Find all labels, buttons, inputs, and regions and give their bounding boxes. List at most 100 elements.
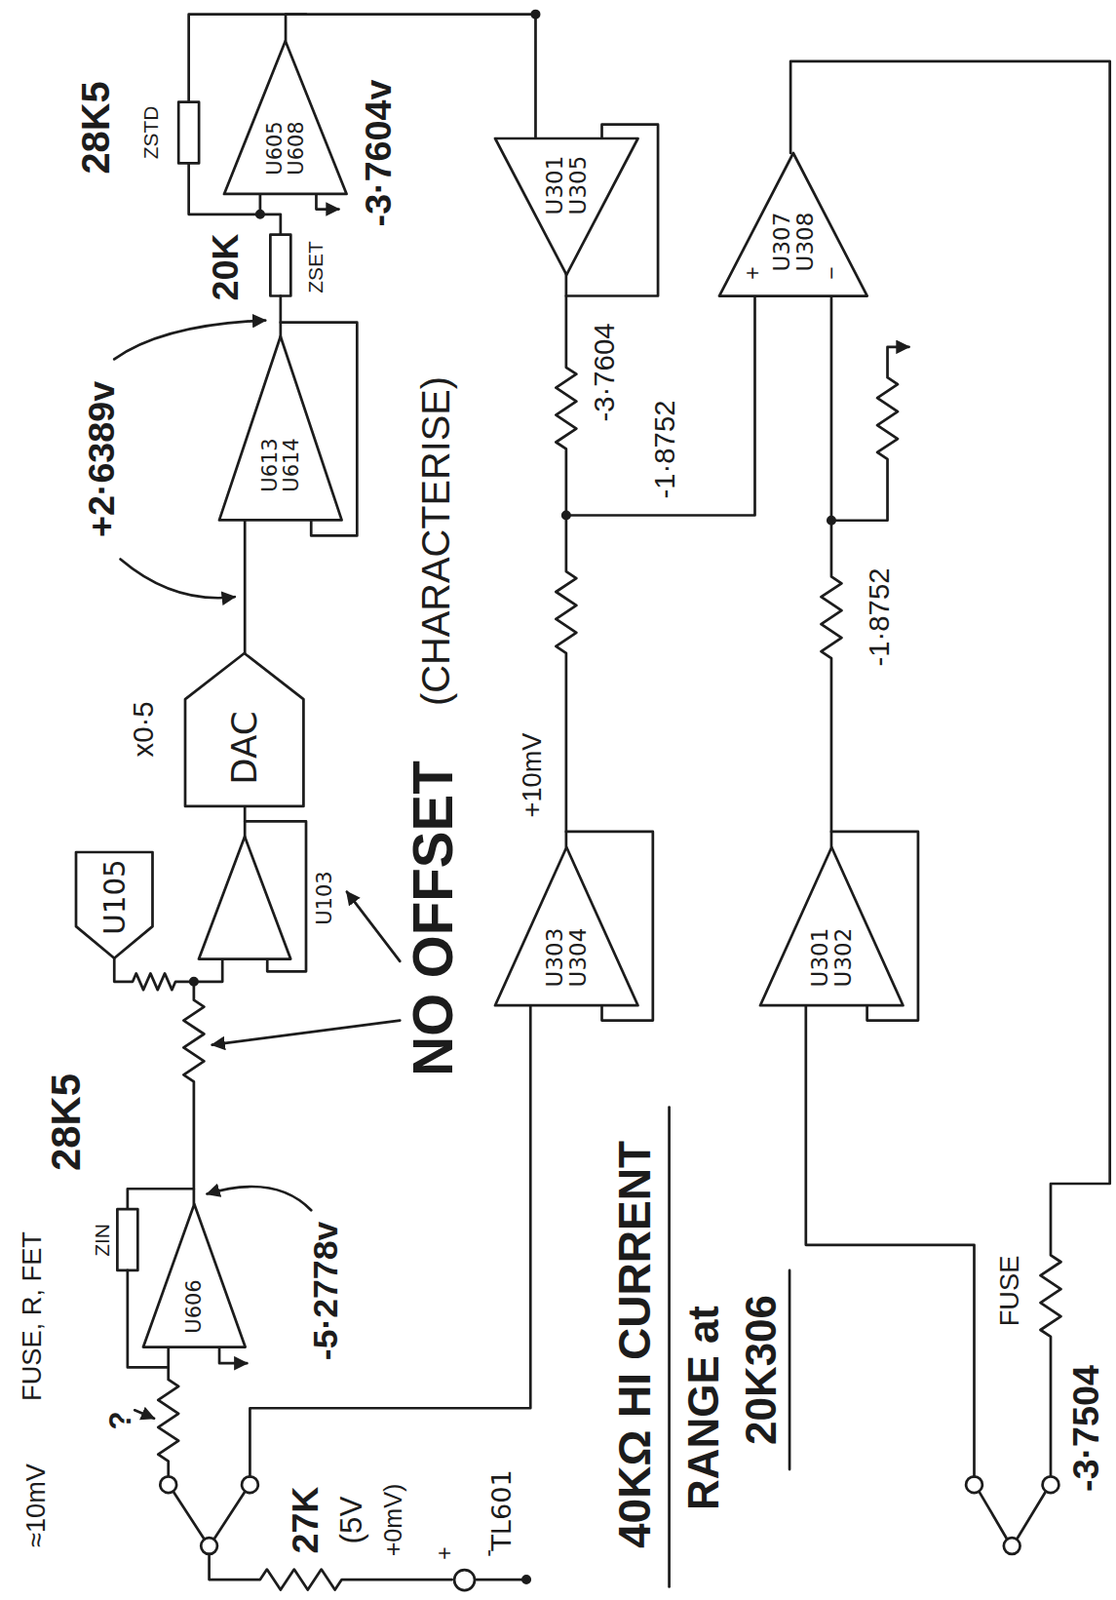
voltage-label: +10mV [518,732,547,818]
wire [476,1577,523,1581]
voltage-label: +2·6389v [82,381,122,538]
part-number: U605 U608 [264,120,308,175]
resistor-symbol [178,102,199,164]
junction-dot [562,511,570,519]
resistor-symbol [209,1553,453,1590]
component-label: FUSE [996,1255,1025,1327]
op-amp-triangle [198,836,291,960]
leader-arrow [114,320,266,360]
ground-symbol [315,193,339,210]
voltage-label: -1·8752 [864,568,895,667]
switch-blade [173,1491,204,1539]
pin-sign: + [432,1545,457,1559]
resistor-symbol [555,269,577,847]
part-number: U103 [313,870,336,924]
op-amp: U613 U614 [219,336,343,520]
op-amp-triangle [143,1203,246,1347]
switch-contact [965,1475,983,1493]
op-amp-triangle [219,336,343,520]
resistor-symbol [269,234,291,297]
voltage-label: -1·8752 [650,399,681,499]
switch-contact [200,1537,218,1554]
op-amp: U103 [198,836,291,960]
leader-arrow [134,1409,154,1418]
voltage-label: -3·7604v [360,79,400,228]
part-number: U105 [99,858,130,934]
range-title: RANGE at [681,1305,727,1510]
note-text: ? [104,1410,137,1429]
underline [667,1107,671,1587]
wire [566,296,756,516]
leader-arrow [206,1186,311,1210]
op-amp: U606 [143,1203,246,1347]
voltage-label: +0mV) [380,1483,406,1557]
resistor-symbol [116,1208,138,1270]
wire [243,520,247,654]
part-number: U606 [183,1279,205,1334]
op-amp-triangle [495,138,639,275]
part-number: DAC [227,710,264,784]
pin-sign: + [740,267,765,280]
wire [806,1004,975,1477]
ground-symbol [219,1346,247,1363]
junction-dot [827,516,835,524]
resistor-symbol [157,1346,179,1476]
switch-contact [1042,1475,1060,1493]
pin-sign: - [475,1548,500,1557]
range-title: 20K306 [738,1294,784,1445]
part-number: U307 U308 [769,211,817,271]
part-number: U301 U302 [808,927,855,988]
op-amp-triangle [719,153,868,297]
voltage-label: ≈10mV [21,1462,50,1547]
resistor-value: 28K5 [44,1073,88,1171]
leader-arrow [120,559,235,599]
leader-arrow [346,891,400,962]
wire [243,806,247,837]
resistor-symbol [821,296,843,847]
voltage-label: -3·7604 [588,323,619,423]
resistor-value: 28K5 [76,80,118,174]
part-number: TL601 [488,1468,517,1551]
wire-end-dot [522,1575,530,1582]
part-number: U301 U305 [542,154,590,215]
switch-contact [159,1475,177,1493]
feedback-wire [127,1188,194,1209]
voltage-label: -3·7504 [1067,1364,1107,1492]
outline [198,836,291,960]
op-amp: U301 U302 [760,846,904,1005]
junction-dot [256,210,264,218]
note-text: (CHARACTERISE) [416,376,458,706]
underline [788,1269,792,1469]
outline [452,1567,477,1592]
note-text: NO OFFSET [404,760,462,1076]
dac-outline [185,653,304,807]
voltage-label: (5V [336,1496,369,1544]
impedance-label: ZSET [305,240,327,293]
connector-tag: U105 [76,851,153,959]
op-amp: U301 U305 [495,138,639,275]
switch-blade [979,1491,1007,1539]
fuse-wire [790,61,1111,1477]
wire [193,959,223,982]
note-text: FUSE, R, FET [18,1231,47,1401]
wire [278,296,282,338]
resistor-value: 27K [286,1486,326,1554]
wire [249,1004,531,1477]
op-amp: U605 U608 [224,40,347,194]
test-point: TL601 [452,1567,477,1592]
switch-blade [214,1491,245,1539]
voltage-label: -5·2778v [307,1221,345,1360]
range-title: 40KΩ HI CURRENT [611,1140,658,1548]
part-number: U613 U614 [259,438,303,493]
op-amp: U303 U304 [495,846,639,1005]
switch-blade [1016,1491,1045,1539]
resistor-value: 20K [207,233,247,302]
wire [285,14,536,139]
impedance-label: ZIN [91,1223,114,1257]
switch-contact [241,1475,259,1493]
dac-block: DAC [185,653,304,807]
leader-arrow [212,1020,401,1045]
resistor-symbol [114,954,194,991]
